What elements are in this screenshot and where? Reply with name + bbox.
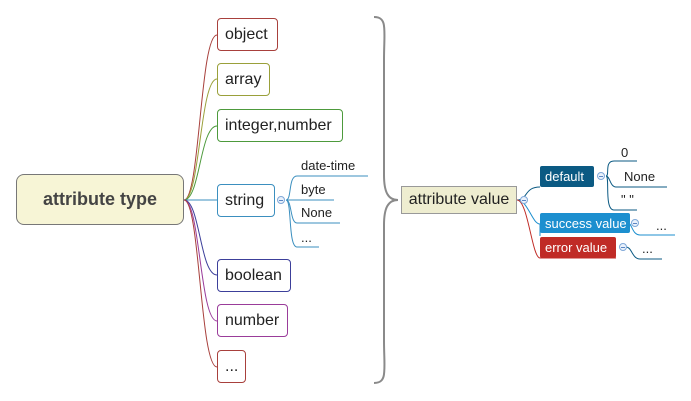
type-node-string[interactable]: string xyxy=(217,184,275,217)
type-node-more[interactable]: ... xyxy=(217,350,246,383)
format-byte[interactable]: byte xyxy=(301,182,326,197)
type-label: object xyxy=(225,25,268,43)
default-option-quote[interactable]: " " xyxy=(621,192,634,207)
attribute-value-node[interactable]: attribute value xyxy=(401,186,517,214)
collapse-icon[interactable] xyxy=(520,196,528,204)
error-value-tag[interactable]: error value xyxy=(540,237,616,258)
default-option-none[interactable]: None xyxy=(624,169,656,184)
type-node-boolean[interactable]: boolean xyxy=(217,259,291,292)
connector-more xyxy=(183,199,218,368)
connector-error-ellipsis xyxy=(625,246,662,260)
default-tag[interactable]: default xyxy=(540,166,594,187)
type-label: boolean xyxy=(225,266,282,284)
connector-array xyxy=(183,78,218,201)
type-label: array xyxy=(225,70,262,88)
success-option-ellipsis[interactable]: ... xyxy=(656,218,667,233)
tag-label: success value xyxy=(545,215,627,231)
curly-brace xyxy=(373,16,399,384)
connector-default-quote xyxy=(605,175,637,211)
connector-date-time xyxy=(285,175,368,201)
connector-success xyxy=(516,199,541,236)
error-option-ellipsis[interactable]: ... xyxy=(642,241,653,256)
root-node[interactable]: attribute type xyxy=(16,174,184,225)
type-node-number[interactable]: number xyxy=(217,304,288,337)
format-date-time[interactable]: date-time xyxy=(301,158,356,173)
tag-label: error value xyxy=(545,240,608,255)
format-none[interactable]: None xyxy=(301,205,333,220)
type-node-object[interactable]: object xyxy=(217,18,278,51)
tag-label: default xyxy=(545,169,585,184)
default-option-0[interactable]: 0 xyxy=(621,145,629,160)
collapse-icon[interactable] xyxy=(277,196,285,204)
connector-ellipsis xyxy=(285,199,319,248)
format-ellipsis[interactable]: ... xyxy=(301,230,312,245)
collapse-icon[interactable] xyxy=(631,219,639,227)
collapse-icon[interactable] xyxy=(619,243,627,251)
type-label: number xyxy=(225,311,280,329)
type-label: string xyxy=(225,191,265,209)
type-node-integer-number[interactable]: integer,number xyxy=(217,109,343,142)
connector-number xyxy=(183,199,218,322)
collapse-icon[interactable] xyxy=(597,172,605,180)
value-label: attribute value xyxy=(408,191,510,208)
connector-object xyxy=(183,34,218,201)
type-label: ... xyxy=(225,357,239,375)
connector-default-none xyxy=(605,175,667,188)
connector-boolean xyxy=(183,199,218,276)
connector-default-0 xyxy=(605,160,637,177)
type-label: integer,number xyxy=(225,116,332,134)
connector-default xyxy=(516,186,541,201)
connector-integer xyxy=(183,125,218,201)
root-label: attribute type xyxy=(42,189,157,209)
type-node-array[interactable]: array xyxy=(217,63,270,96)
success-value-tag[interactable]: success value xyxy=(540,213,630,233)
